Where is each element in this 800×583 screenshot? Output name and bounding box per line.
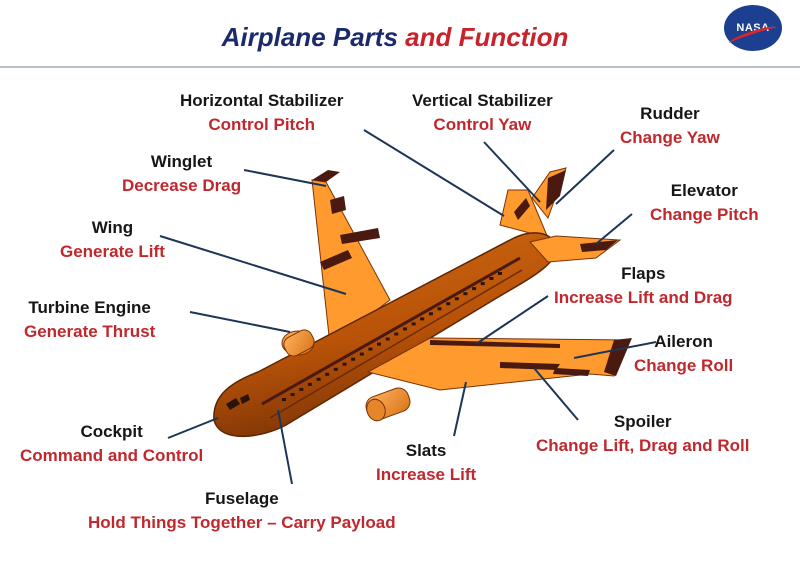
part-name: Aileron bbox=[654, 332, 713, 351]
label-spoiler: Spoiler Change Lift, Drag and Roll bbox=[536, 410, 749, 458]
label-vertical-stabilizer: Vertical Stabilizer Control Yaw bbox=[412, 89, 553, 137]
part-name: Fuselage bbox=[204, 489, 279, 508]
leader-cockpit bbox=[167, 417, 219, 439]
label-cockpit: Cockpit Command and Control bbox=[20, 420, 203, 468]
window bbox=[359, 352, 364, 356]
window bbox=[446, 302, 451, 306]
window bbox=[351, 357, 356, 361]
title-divider bbox=[0, 66, 800, 68]
window bbox=[420, 317, 425, 321]
part-function: Change Yaw bbox=[620, 128, 720, 147]
part-function: Decrease Drag bbox=[122, 176, 242, 195]
window bbox=[454, 297, 459, 301]
window bbox=[437, 307, 442, 311]
leader-turbine-engine bbox=[189, 311, 291, 333]
label-winglet: Winglet Decrease Drag bbox=[122, 150, 241, 198]
part-name: Cockpit bbox=[80, 422, 143, 441]
part-name: Horizontal Stabilizer bbox=[180, 91, 344, 110]
window bbox=[411, 322, 416, 326]
part-function: Increase Lift and Drag bbox=[554, 288, 733, 307]
leader-slats bbox=[453, 381, 467, 437]
leader-flaps bbox=[475, 295, 549, 345]
part-name: Flaps bbox=[621, 264, 666, 283]
leader-aileron bbox=[573, 341, 657, 359]
part-function: Generate Thrust bbox=[24, 322, 156, 341]
part-function: Control Yaw bbox=[433, 115, 532, 134]
leader-vertical-stabilizer bbox=[483, 141, 541, 203]
leader-wing bbox=[159, 235, 347, 295]
part-function: Control Pitch bbox=[208, 115, 316, 134]
window bbox=[463, 292, 468, 296]
part-function: Change Roll bbox=[634, 356, 734, 375]
leader-lines bbox=[159, 129, 657, 485]
window bbox=[316, 377, 321, 381]
part-name: Wing bbox=[91, 218, 134, 237]
leader-horizontal-stabilizer bbox=[363, 129, 505, 217]
far-engine bbox=[281, 329, 315, 357]
title-part-1: Airplane Parts bbox=[221, 22, 398, 52]
windows bbox=[282, 272, 502, 401]
window bbox=[307, 382, 312, 386]
window bbox=[394, 332, 399, 336]
label-elevator: Elevator Change Pitch bbox=[650, 179, 759, 227]
window bbox=[377, 342, 381, 346]
window bbox=[333, 367, 338, 371]
part-name: Rudder bbox=[640, 104, 700, 123]
window bbox=[385, 337, 390, 341]
part-name: Spoiler bbox=[613, 412, 672, 431]
window bbox=[480, 282, 485, 286]
part-name: Slats bbox=[405, 441, 447, 460]
leader-fuselage bbox=[277, 409, 293, 485]
label-fuselage: Fuselage Hold Things Together – Carry Pa… bbox=[88, 487, 396, 535]
window bbox=[403, 327, 407, 331]
window bbox=[472, 287, 477, 291]
part-function: Change Pitch bbox=[650, 205, 759, 224]
fuselage-shape bbox=[213, 232, 557, 438]
label-aileron: Aileron Change Roll bbox=[634, 330, 733, 378]
part-name: Elevator bbox=[670, 181, 738, 200]
window bbox=[282, 398, 286, 401]
part-function: Generate Lift bbox=[60, 242, 165, 261]
window bbox=[325, 372, 330, 376]
part-name: Vertical Stabilizer bbox=[412, 91, 553, 110]
leader-spoiler bbox=[533, 367, 579, 421]
label-wing: Wing Generate Lift bbox=[60, 216, 165, 264]
title-part-2: and Function bbox=[405, 22, 569, 52]
part-name: Winglet bbox=[150, 152, 213, 171]
vertical-stabilizer-shape bbox=[499, 167, 567, 239]
label-flaps: Flaps Increase Lift and Drag bbox=[554, 262, 733, 310]
leader-rudder bbox=[555, 149, 615, 205]
page-title: Airplane Parts and Function bbox=[0, 22, 790, 53]
label-turbine-engine: Turbine Engine Generate Thrust bbox=[24, 296, 155, 344]
label-slats: Slats Increase Lift bbox=[376, 439, 476, 487]
window bbox=[428, 312, 433, 316]
part-function: Increase Lift bbox=[376, 465, 477, 484]
part-name: Turbine Engine bbox=[28, 298, 151, 317]
window bbox=[290, 393, 295, 396]
cockpit-windows bbox=[226, 394, 250, 410]
part-function: Command and Control bbox=[20, 446, 204, 465]
label-rudder: Rudder Change Yaw bbox=[620, 102, 720, 150]
window bbox=[368, 347, 373, 351]
leader-winglet bbox=[243, 169, 327, 187]
window bbox=[342, 362, 347, 366]
window bbox=[489, 277, 494, 280]
nasa-logo: NASA bbox=[724, 5, 782, 51]
part-function: Change Lift, Drag and Roll bbox=[536, 436, 750, 455]
window bbox=[299, 387, 304, 391]
leader-elevator bbox=[595, 213, 633, 245]
label-horizontal-stabilizer: Horizontal Stabilizer Control Pitch bbox=[180, 89, 343, 137]
nasa-logo-text: NASA bbox=[736, 22, 770, 34]
window bbox=[498, 272, 502, 275]
near-engine bbox=[365, 387, 411, 422]
part-function: Hold Things Together – Carry Payload bbox=[88, 513, 396, 532]
